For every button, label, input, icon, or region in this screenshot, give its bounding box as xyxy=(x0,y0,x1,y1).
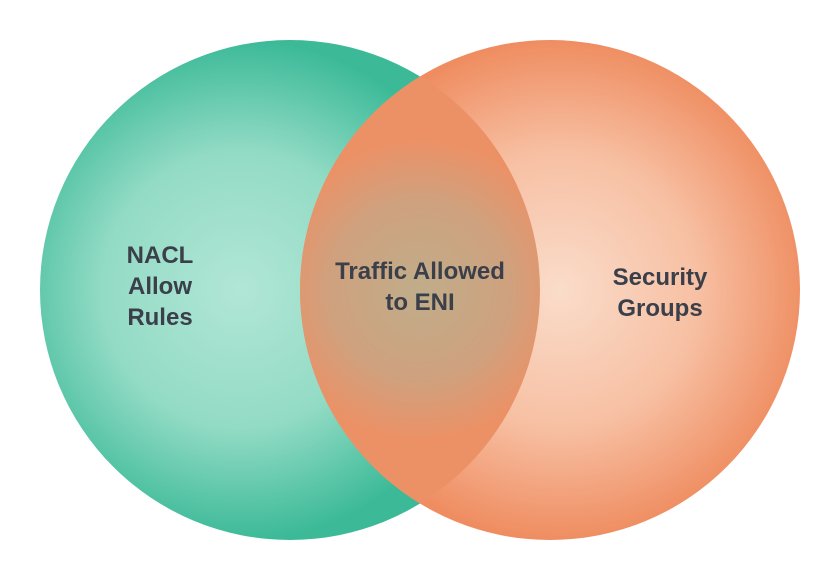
nacl-label-line-3: Rules xyxy=(127,304,193,331)
intersection-label-line-2: to ENI xyxy=(385,289,455,316)
security-label-line-1: Security xyxy=(612,264,708,291)
security-groups-label: Security Groups xyxy=(575,262,745,324)
intersection-region xyxy=(300,40,540,540)
traffic-allowed-label: Traffic Allowed to ENI xyxy=(300,256,540,318)
intersection-label-line-1: Traffic Allowed xyxy=(335,258,505,285)
nacl-allow-rules-label: NACL Allow Rules xyxy=(90,240,230,333)
security-label-line-2: Groups xyxy=(617,295,703,322)
nacl-label-line-1: NACL xyxy=(126,242,194,269)
nacl-label-line-2: Allow xyxy=(128,273,192,300)
